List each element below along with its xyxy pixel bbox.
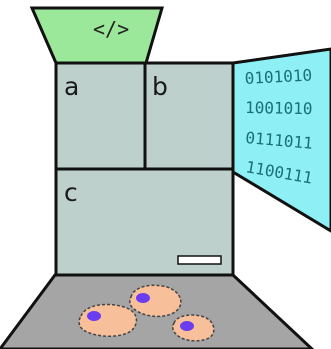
binary-line-2: 1001010 xyxy=(245,98,313,118)
cell-right xyxy=(172,314,215,342)
panel-c-label: c xyxy=(64,178,78,207)
nucleus-left xyxy=(87,311,101,321)
scale-bar xyxy=(177,255,222,265)
panel-a-label: a xyxy=(64,72,79,101)
panel-b-label: b xyxy=(152,72,168,101)
nucleus-center xyxy=(136,293,150,303)
nucleus-right xyxy=(180,321,194,331)
binary-line-1: 0101010 xyxy=(244,65,312,88)
cell-center xyxy=(129,284,182,318)
code-tag-text: </> xyxy=(93,17,129,41)
cell-left xyxy=(78,303,138,337)
